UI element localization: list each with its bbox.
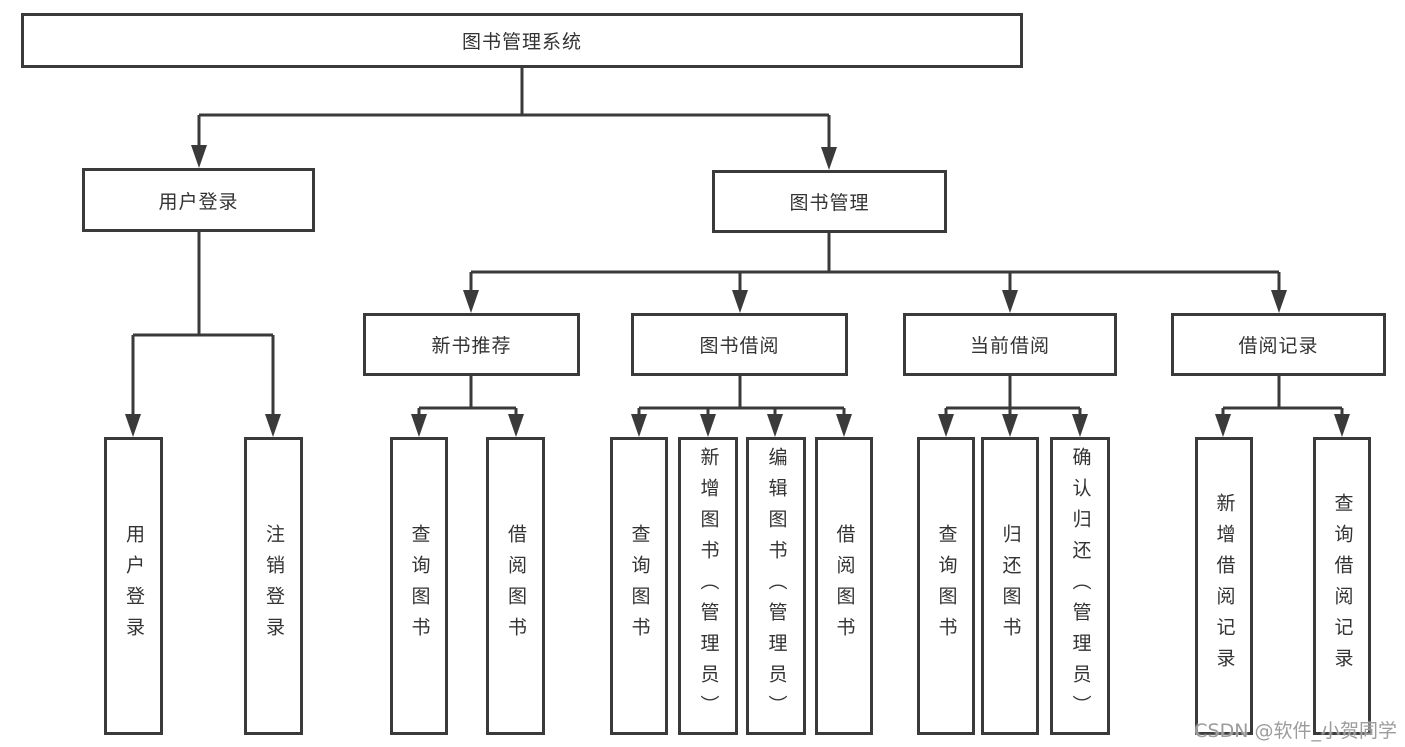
node-library-management-system: 图书管理系统 [21,13,1023,68]
leaf-return-books: 归还图书 [981,437,1039,735]
leaf-label: 用户登录 [123,524,145,648]
leaf-add-books-admin: 新增图书（管理员） [678,437,738,735]
leaf-query-books-3: 查询图书 [917,437,975,735]
leaf-label: 查询图书 [408,524,431,648]
node-user-login: 用户登录 [82,168,315,232]
leaf-label: 确认归还（管理员） [1069,446,1092,726]
leaf-label: 归还图书 [999,524,1022,648]
leaf-label: 编辑图书（管理员） [765,446,788,726]
leaf-borrow-books-2: 借阅图书 [815,437,873,735]
arrowheads [125,145,1350,437]
leaf-query-books-1: 查询图书 [390,437,448,735]
node-book-management: 图书管理 [712,170,947,233]
leaf-confirm-return-admin: 确认归还（管理员） [1050,437,1110,735]
leaf-label: 查询借阅记录 [1331,493,1354,679]
leaf-label: 注销登录 [263,524,285,648]
leaf-label: 查询图书 [628,524,651,648]
watermark: CSDN @软件_小贺同学 [1194,720,1397,742]
node-current-borrowing: 当前借阅 [903,313,1117,376]
leaf-query-borrow-record: 查询借阅记录 [1313,437,1371,735]
leaf-add-borrow-record: 新增借阅记录 [1195,437,1253,735]
leaf-label: 借阅图书 [505,524,527,648]
node-borrowing-records: 借阅记录 [1171,313,1386,376]
leaf-label: 新增借阅记录 [1213,493,1236,679]
node-book-borrowing: 图书借阅 [631,313,848,376]
leaf-logout: 注销登录 [244,437,303,735]
leaf-label: 查询图书 [935,524,958,648]
node-new-book-recommendation: 新书推荐 [363,313,580,376]
leaf-query-books-2: 查询图书 [610,437,668,735]
leaf-label: 借阅图书 [833,524,856,648]
leaf-edit-books-admin: 编辑图书（管理员） [746,437,806,735]
leaf-label: 新增图书（管理员） [697,446,720,726]
leaf-user-login: 用户登录 [104,437,163,735]
leaf-borrow-books-1: 借阅图书 [486,437,545,735]
